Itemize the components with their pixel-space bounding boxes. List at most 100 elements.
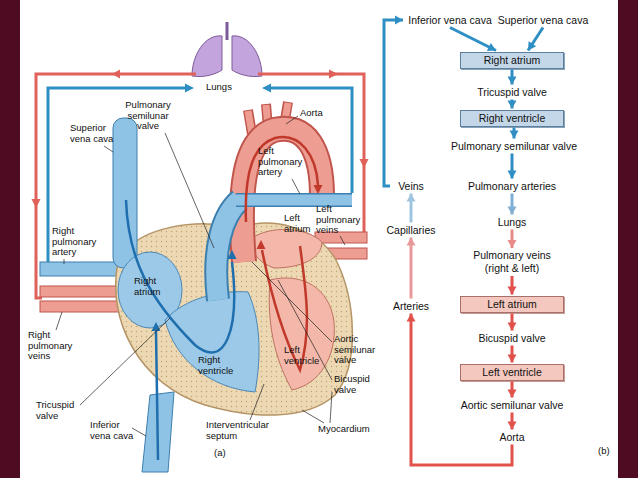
part-label: Left atrium bbox=[284, 213, 316, 234]
arrow-head bbox=[407, 314, 416, 322]
pulmonary-trunk-outline bbox=[216, 200, 240, 300]
leader-line bbox=[340, 236, 345, 245]
arrow-head bbox=[257, 240, 266, 249]
step-text: Capillaries bbox=[381, 224, 441, 237]
step-text: Veins bbox=[391, 180, 431, 193]
arrow-head bbox=[112, 70, 120, 79]
leader-line bbox=[292, 179, 300, 194]
arrow-head bbox=[329, 70, 338, 79]
flow-arrow bbox=[528, 28, 543, 51]
leader-line bbox=[64, 259, 65, 264]
left-pulmonary-artery-outline bbox=[236, 193, 352, 207]
flow-line bbox=[511, 346, 514, 363]
arrow-head bbox=[185, 84, 194, 93]
leader-line bbox=[302, 410, 324, 423]
flow-arrow bbox=[508, 70, 517, 85]
leader-lines bbox=[56, 116, 345, 436]
arrow-head bbox=[32, 199, 41, 208]
flow-step: Capillaries bbox=[381, 224, 441, 237]
blood-flow-arrow bbox=[246, 137, 318, 222]
flow-line bbox=[511, 194, 514, 215]
leader-line bbox=[286, 116, 298, 124]
flow-line bbox=[528, 28, 543, 51]
left-pulmonary-artery bbox=[236, 195, 352, 206]
flow-step: Pulmonary veins (right & left) bbox=[464, 249, 560, 275]
part-label: Inferior vena cava bbox=[90, 420, 140, 441]
part-label: Bicuspid valve bbox=[334, 374, 382, 395]
step-text: Tricuspid valve bbox=[457, 86, 567, 99]
arrow-head bbox=[407, 238, 416, 246]
step-text: Arteries bbox=[386, 300, 436, 313]
arrow-head bbox=[510, 131, 519, 139]
arrow-head bbox=[360, 159, 369, 168]
step-text: Right ventricle bbox=[461, 112, 563, 125]
arrow-head bbox=[508, 422, 517, 430]
part-label: (a) bbox=[214, 448, 226, 459]
flow-line bbox=[450, 28, 496, 51]
part-label: Right atrium bbox=[134, 276, 170, 297]
chamber-box: Left atrium bbox=[460, 296, 564, 313]
arrow-head bbox=[508, 390, 517, 398]
flow-step: Bicuspid valve bbox=[457, 332, 567, 345]
flow-line bbox=[513, 128, 516, 139]
flow-line bbox=[410, 238, 413, 299]
flow-line bbox=[511, 276, 514, 295]
step-text: Left atrium bbox=[461, 298, 563, 311]
leader-line bbox=[250, 384, 264, 420]
leader-line bbox=[252, 262, 332, 342]
leader-line bbox=[165, 133, 214, 248]
left-lung bbox=[192, 36, 222, 77]
flow-line bbox=[511, 70, 514, 85]
arrow-head bbox=[508, 171, 517, 179]
step-text: Aorta bbox=[482, 431, 542, 444]
step-text: Pulmonary arteries bbox=[452, 180, 572, 193]
trachea bbox=[226, 22, 229, 40]
arrow-head bbox=[528, 41, 536, 50]
leader-line bbox=[80, 318, 170, 405]
leader-line bbox=[330, 392, 332, 423]
flow-arrow bbox=[384, 16, 403, 187]
chamber-box: Left ventricle bbox=[460, 364, 564, 381]
flow-step: Pulmonary arteries bbox=[452, 180, 572, 193]
leader-line bbox=[104, 146, 113, 152]
part-label: Right pulmonary veins bbox=[28, 330, 76, 362]
flow-line bbox=[411, 314, 512, 466]
step-text: Left ventricle bbox=[461, 366, 563, 379]
chamber-box: Right atrium bbox=[460, 52, 564, 69]
leader-line bbox=[56, 312, 62, 330]
arrow-head bbox=[508, 101, 517, 109]
flow-step: Veins bbox=[391, 180, 431, 193]
blood-flow-arrow bbox=[126, 200, 234, 352]
arrow-head bbox=[314, 185, 323, 194]
left-ventricle bbox=[269, 278, 334, 390]
part-label: Left pulmonary artery bbox=[258, 146, 306, 178]
arrow-head bbox=[508, 77, 517, 85]
flow-arrow bbox=[508, 314, 517, 331]
arrow-head bbox=[395, 16, 403, 25]
leader-line bbox=[278, 280, 332, 380]
step-text: Pulmonary semilunar valve bbox=[434, 140, 594, 153]
flow-arrow bbox=[508, 276, 517, 295]
part-label: Aorta bbox=[300, 108, 323, 119]
flow-arrow bbox=[407, 238, 416, 299]
arrow-head bbox=[228, 250, 237, 259]
flow-arrow bbox=[508, 346, 517, 363]
flow-line bbox=[511, 154, 514, 179]
part-label: Interventricular septum bbox=[206, 420, 286, 441]
arrow-head bbox=[407, 194, 416, 202]
flow-arrow bbox=[510, 128, 519, 139]
step-text: Lungs bbox=[482, 216, 542, 229]
flow-step: Superior vena cava bbox=[497, 14, 589, 27]
flow-arrow bbox=[450, 28, 496, 51]
arrow-head bbox=[262, 84, 271, 93]
pulmonary-trunk bbox=[216, 200, 240, 300]
flow-arrow bbox=[508, 382, 517, 398]
flow-step: Lungs bbox=[482, 216, 542, 229]
right-ventricle bbox=[165, 292, 259, 392]
step-text: Superior vena cava bbox=[497, 14, 589, 27]
flow-arrow bbox=[407, 314, 513, 466]
step-text: Bicuspid valve bbox=[457, 332, 567, 345]
flow-line bbox=[511, 230, 514, 249]
flow-step: Inferior vena cava bbox=[404, 14, 496, 27]
